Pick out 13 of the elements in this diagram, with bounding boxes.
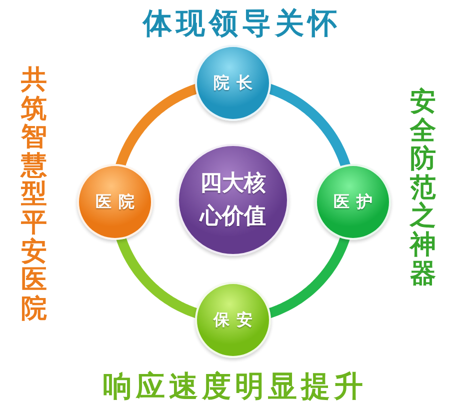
node-text: 医护 — [332, 192, 380, 212]
role-circle — [315, 164, 391, 240]
role-circle — [195, 45, 271, 121]
node-text: 四大核心价值 — [199, 170, 267, 231]
slogan-text: 安全防范之神器 — [410, 88, 436, 288]
node-text: 医院 — [94, 192, 142, 212]
slogan-text: 响应速度明显提升 — [102, 368, 368, 405]
role-circle — [77, 164, 153, 240]
node-text: 院长 — [212, 73, 260, 93]
slogan-text: 共筑智慧型平安医院 — [21, 66, 47, 324]
slogan-text: 体现领导关怀 — [141, 5, 342, 42]
role-circle — [195, 282, 271, 358]
node-text: 保安 — [212, 310, 260, 330]
